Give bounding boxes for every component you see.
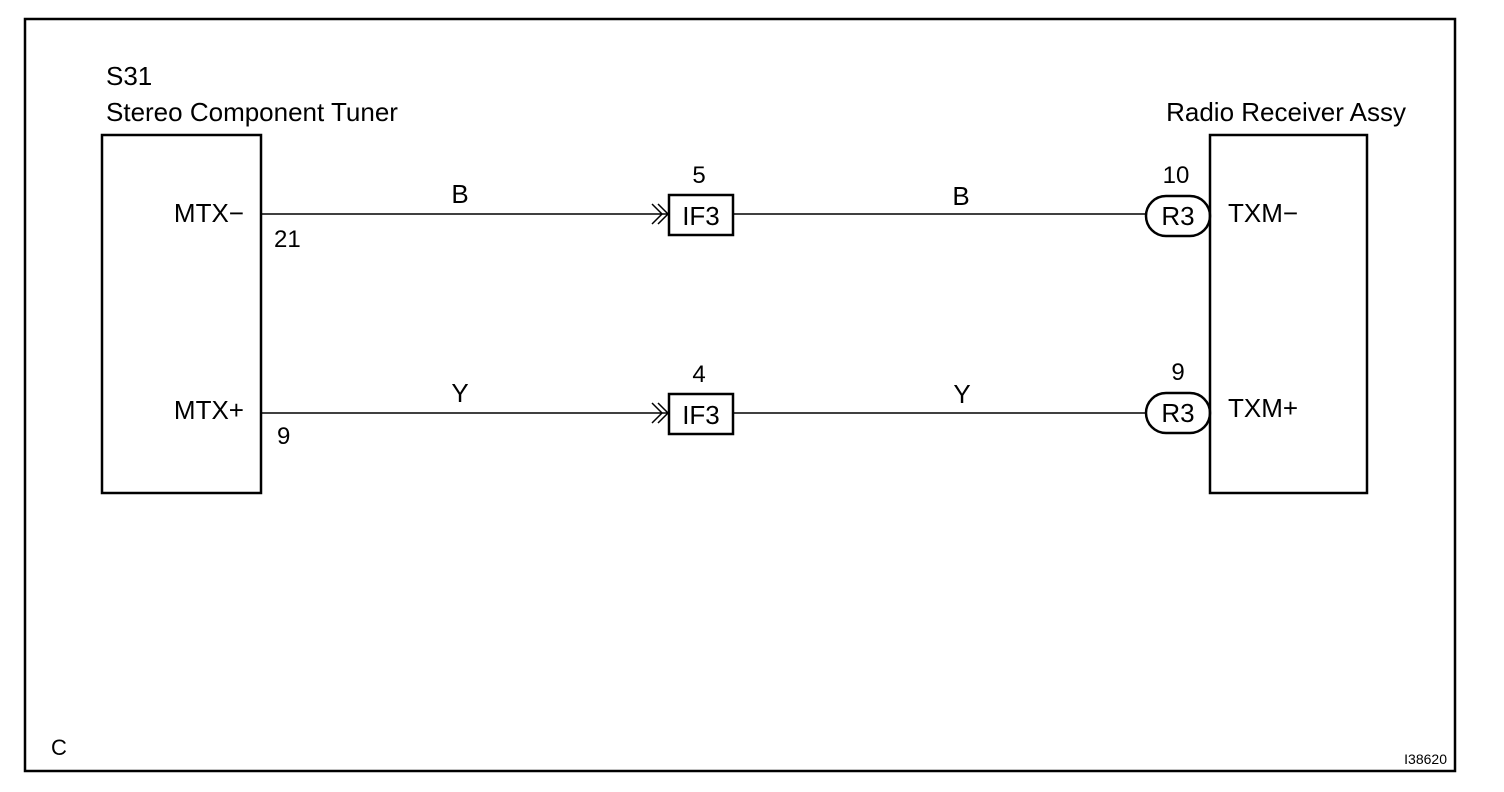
wire-color-b-left: B [451, 179, 468, 209]
junction-connector-box [667, 392, 735, 436]
left-pin-21: 21 [274, 226, 301, 253]
left-signal-mtx-plus: MTX+ [174, 395, 244, 425]
left-component-box [100, 133, 263, 495]
left-signal-mtx-minus: MTX− [174, 198, 244, 228]
corner-label: C [51, 735, 67, 760]
junction-connector-label: IF3 [682, 400, 720, 430]
splice-arrow-icon [651, 402, 664, 424]
right-component-box [1208, 133, 1369, 495]
right-signal-txm-plus: TXM+ [1228, 393, 1298, 423]
figure-id: I38620 [1404, 751, 1447, 767]
right-pin-10: 10 [1163, 162, 1190, 189]
junction-pin-4: 4 [692, 361, 705, 388]
r3-connector-oval [1144, 194, 1212, 238]
wire-color-y-left: Y [451, 378, 468, 408]
splice-arrow-icon [651, 203, 664, 225]
wire-color-b-right: B [952, 181, 969, 211]
junction-connector-label: IF3 [682, 201, 720, 231]
left-component-code: S31 [106, 61, 152, 91]
junction-connector-box [667, 193, 735, 237]
r3-connector-label: R3 [1161, 201, 1194, 231]
right-pin-9: 9 [1171, 359, 1184, 386]
right-signal-txm-minus: TXM− [1228, 198, 1298, 228]
left-component-name: Stereo Component Tuner [106, 97, 398, 127]
diagram-frame [23, 17, 1457, 773]
r3-connector-label: R3 [1161, 398, 1194, 428]
r3-connector-oval [1144, 391, 1212, 435]
left-pin-9: 9 [277, 423, 290, 450]
wire-color-y-right: Y [953, 379, 970, 409]
right-component-name: Radio Receiver Assy [1166, 97, 1406, 127]
junction-pin-5: 5 [692, 162, 705, 189]
